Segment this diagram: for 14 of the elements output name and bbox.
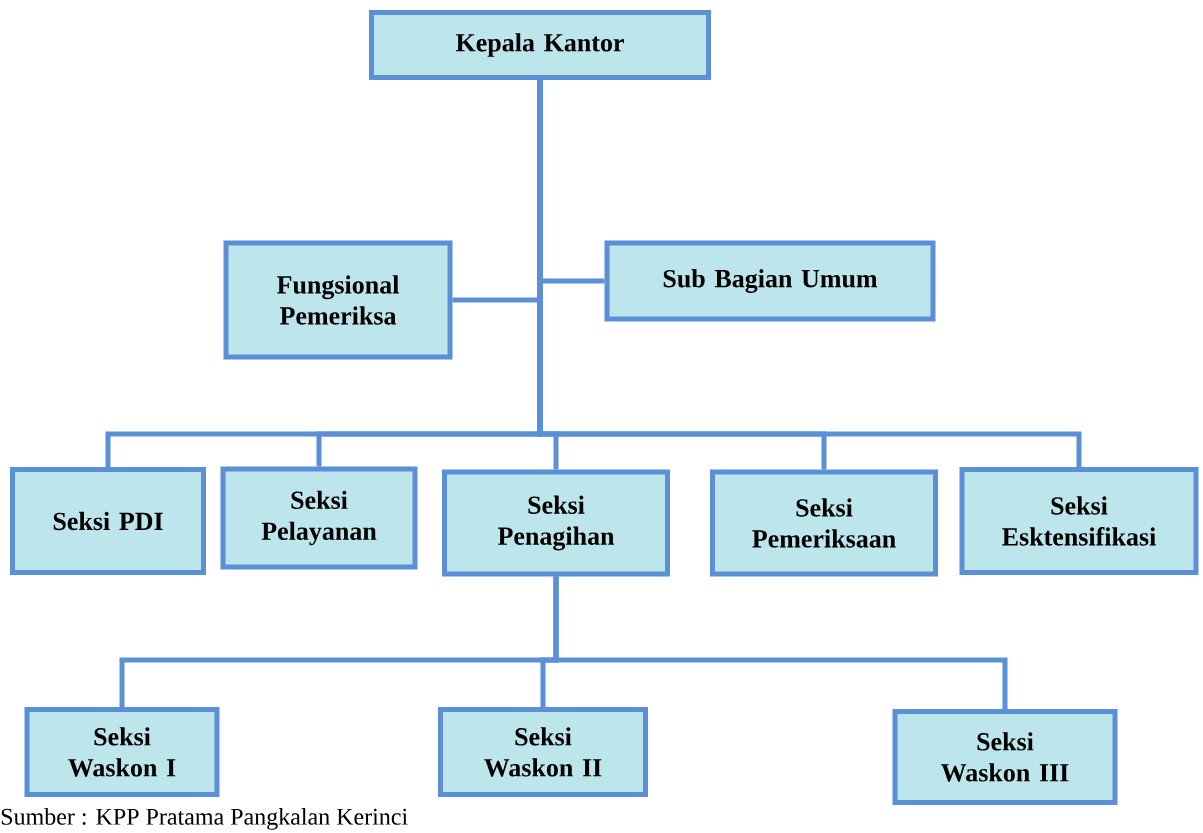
caption: Sumber : KPP Pratama Pangkalan Kerinci	[1, 807, 408, 830]
org-box: Seksi PDI	[10, 467, 206, 575]
org-box: Seksi Esktensifikasi	[959, 467, 1199, 575]
org-box: Seksi Waskon I	[24, 707, 220, 797]
org-box: Seksi Pelayanan	[220, 466, 418, 570]
connector-line	[553, 576, 1008, 709]
org-box: Seksi Waskon II	[438, 707, 648, 797]
connector-line	[537, 80, 1082, 467]
org-box: Kepala Kantor	[369, 10, 711, 80]
org-box: Seksi Penagihan	[442, 469, 670, 577]
org-box: Seksi Waskon III	[892, 709, 1118, 805]
org-box: Seksi Pemeriksaan	[710, 469, 938, 577]
org-box: Sub Bagian Umum	[604, 240, 936, 322]
org-box: Fungsional Pemeriksa	[223, 240, 453, 360]
